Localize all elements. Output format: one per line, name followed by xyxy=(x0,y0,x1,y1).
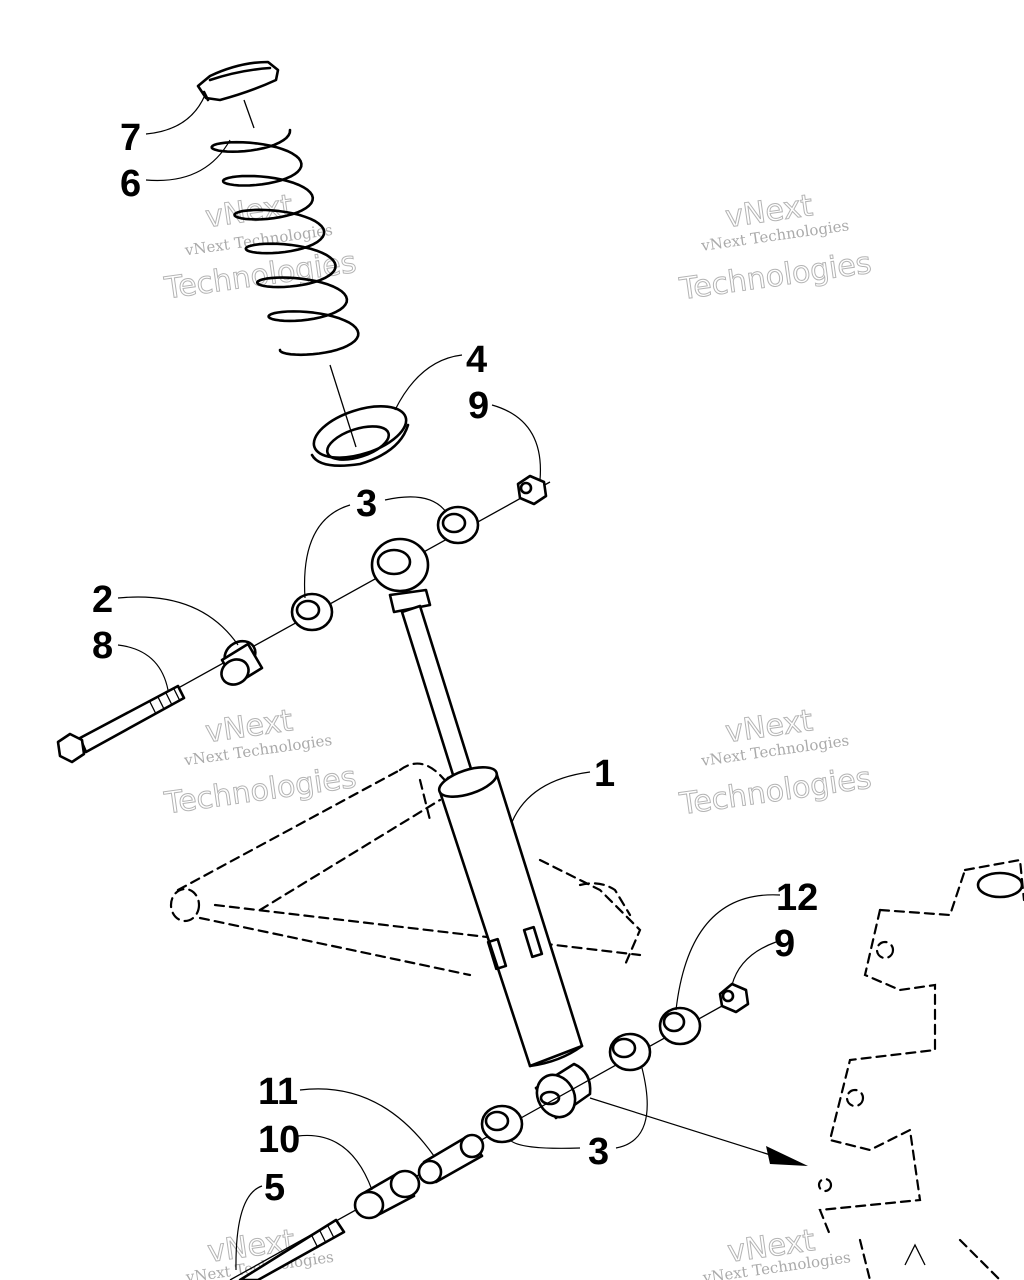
callout-12: 12 xyxy=(776,877,818,919)
callout-7: 7 xyxy=(120,117,141,159)
coil-spring xyxy=(210,99,360,357)
callout-3-bottom: 3 xyxy=(588,1131,609,1173)
callout-1: 1 xyxy=(594,753,615,795)
callout-10: 10 xyxy=(258,1119,300,1161)
callout-4: 4 xyxy=(466,339,487,381)
bottom-mount-hardware xyxy=(229,982,808,1280)
callout-9-bottom: 9 xyxy=(774,923,795,965)
watermark-tech: Technologies xyxy=(677,246,874,308)
callout-9-top: 9 xyxy=(468,385,489,427)
a-arm-phantom xyxy=(169,762,642,977)
callout-8: 8 xyxy=(92,625,113,667)
spindle-phantom xyxy=(817,858,1024,1280)
callout-2: 2 xyxy=(92,579,113,621)
top-mount-hardware xyxy=(56,474,551,764)
spring-seat xyxy=(310,364,410,467)
watermark-tech: Technologies xyxy=(677,761,874,823)
callout-6: 6 xyxy=(120,163,141,205)
callouts: 7 6 4 9 3 2 8 1 12 9 11 10 5 3 xyxy=(92,117,818,1209)
callout-5: 5 xyxy=(264,1167,285,1209)
callout-3-top: 3 xyxy=(356,483,377,525)
callout-11: 11 xyxy=(258,1071,298,1113)
watermark-tech: Technologies xyxy=(162,760,359,822)
leader-lines xyxy=(117,94,781,1271)
shock-absorber xyxy=(370,537,592,1120)
spring-retainer-cap xyxy=(196,60,280,102)
